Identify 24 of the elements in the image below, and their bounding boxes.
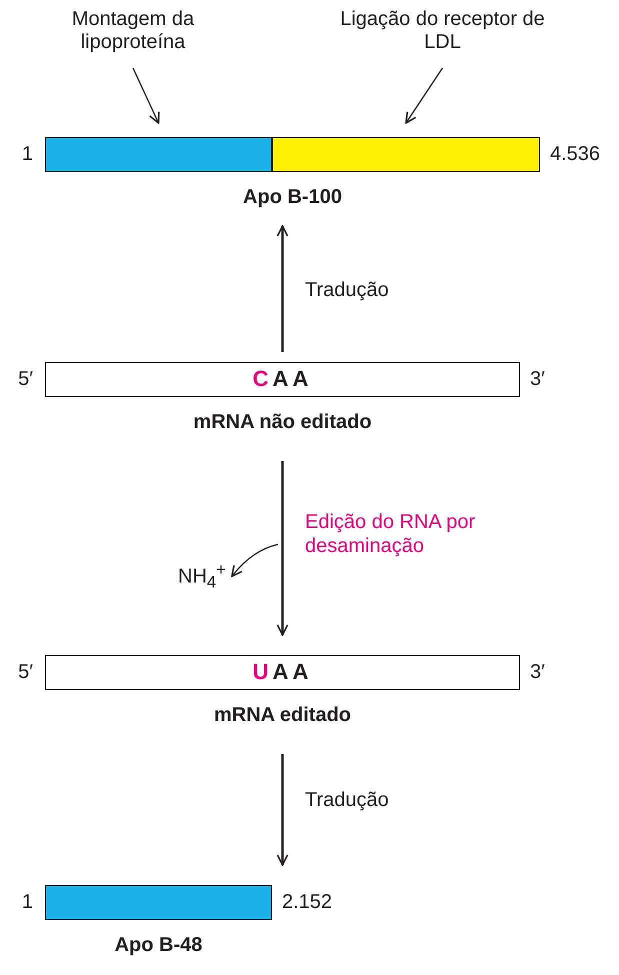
- protein-label: Apo B-100: [243, 186, 342, 209]
- annotation-text: Montagem da lipoproteína: [38, 8, 228, 54]
- arrow: [276, 461, 288, 636]
- arrow: [276, 754, 288, 866]
- residue-number: 2.152: [282, 890, 332, 914]
- annotation-text: Ligação do receptor de LDL: [335, 8, 550, 54]
- protein-domain-segment: [45, 137, 272, 172]
- leader-arrow: [132, 68, 160, 124]
- curved-arrow: [231, 544, 278, 578]
- leader-arrow: [405, 68, 444, 124]
- strand-end-label: 5′: [18, 368, 33, 390]
- strand-end-label: 3′: [530, 660, 545, 684]
- strand-end-label: 3′: [530, 368, 545, 390]
- residue-number: 4.536: [550, 142, 600, 166]
- mrna-label: mRNA não editado: [193, 411, 372, 434]
- codon-sequence: CAA: [252, 366, 312, 392]
- protein-domain-segment: [272, 137, 540, 172]
- residue-number: 1: [22, 890, 33, 914]
- protein-label: Apo B-48: [114, 934, 202, 957]
- codon-sequence: UAA: [252, 659, 312, 685]
- residue-number: 1: [22, 142, 33, 166]
- strand-end-label: 5′: [18, 660, 33, 684]
- mrna-label: mRNA editado: [214, 704, 352, 727]
- arrow: [276, 225, 288, 352]
